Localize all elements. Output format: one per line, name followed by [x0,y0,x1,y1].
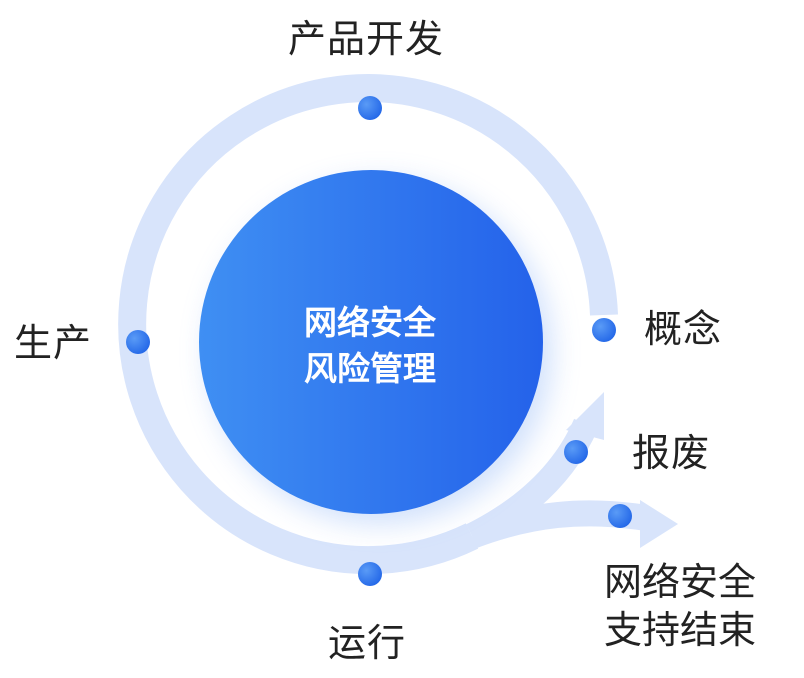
dot-concept [592,318,616,342]
label-concept: 概念 [644,307,723,351]
dot-production [126,330,150,354]
label-operation: 运行 [328,621,407,665]
label-support-end-line2: 支持结束 [604,608,757,652]
label-support-end: 网络安全 支持结束 [604,558,756,654]
label-production: 生产 [14,321,93,365]
dot-retirement [564,440,588,464]
label-retirement: 报废 [632,431,711,475]
core-title-line2: 风险管理 [304,349,436,388]
core-title-line1: 网络安全 [304,303,436,342]
lifecycle-ring [118,74,618,574]
dot-product-development [358,96,382,120]
label-support-end-line1: 网络安全 [604,560,757,604]
core-circle [199,170,543,514]
retirement-arrowhead [566,392,604,440]
dot-operation [358,562,382,586]
dot-support-end [608,504,632,528]
label-product-development: 产品开发 [288,17,445,61]
support-end-arrowhead [640,500,678,548]
